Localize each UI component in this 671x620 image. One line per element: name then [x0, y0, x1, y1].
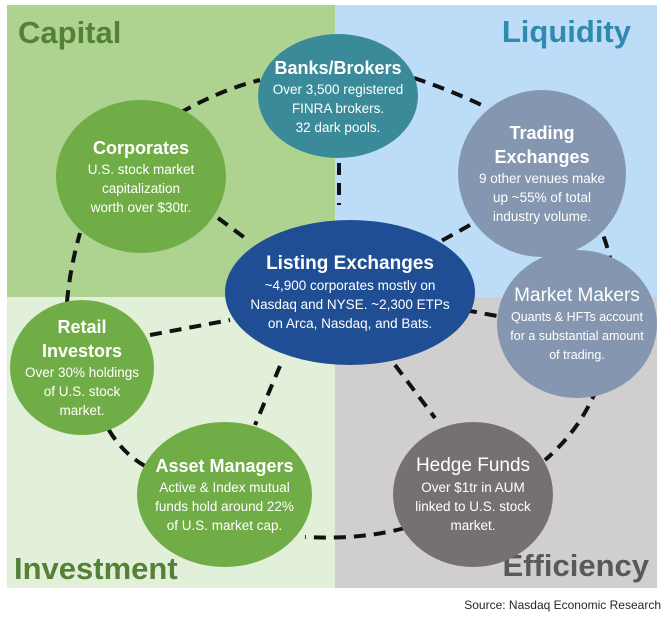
source-caption: Source: Nasdaq Economic Research — [464, 598, 661, 612]
node-desc: worth over $30tr. — [90, 200, 192, 215]
node-hedge-funds: Hedge Funds Over $1tr in AUM linked to U… — [393, 422, 553, 567]
link-listing-corporates — [216, 216, 247, 240]
node-desc: for a substantial amount — [510, 328, 644, 343]
node-title: Retail — [57, 317, 107, 337]
link-corporates-banks — [179, 78, 261, 115]
node-desc: industry volume. — [492, 209, 592, 224]
node-desc: Over $1tr in AUM — [421, 480, 525, 495]
node-corporates: Corporates U.S. stock market capitalizat… — [56, 100, 226, 253]
node-title: Exchanges — [494, 147, 590, 167]
quadrant-label-efficiency: Efficiency — [502, 548, 649, 583]
link-listing-asset — [253, 365, 282, 426]
node-desc: FINRA brokers. — [291, 100, 385, 116]
node-asset-managers: Asset Managers Active & Index mutual fun… — [137, 422, 312, 567]
node-desc: of U.S. stock — [43, 384, 121, 399]
node-banks-brokers: Banks/Brokers Over 3,500 registered FINR… — [258, 34, 418, 158]
node-desc: linked to U.S. stock — [415, 499, 531, 514]
node-desc: Nasdaq and NYSE. ~2,300 ETPs — [250, 297, 450, 312]
link-listing-hedge — [393, 363, 437, 420]
node-desc: of trading. — [549, 347, 605, 362]
node-title: Asset Managers — [155, 456, 294, 476]
node-title: Investors — [41, 341, 123, 361]
node-trading-exchanges: Trading Exchanges 9 other venues make up… — [458, 90, 626, 257]
node-title: Banks/Brokers — [274, 57, 402, 78]
quadrant-label-investment: Investment — [14, 551, 178, 586]
node-retail-investors: Retail Investors Over 30% holdings of U.… — [10, 300, 154, 435]
link-asset-retail — [103, 422, 146, 468]
node-desc: 9 other venues make — [478, 171, 606, 186]
node-market-makers: Market Makers Quants & HFTs account for … — [497, 250, 657, 398]
node-title: Hedge Funds — [415, 455, 531, 476]
node-desc: market. — [59, 403, 105, 418]
node-title: Trading — [509, 123, 575, 143]
node-desc: 32 dark pools. — [295, 119, 381, 135]
node-desc: capitalization — [101, 181, 181, 196]
node-listing-exchanges: Listing Exchanges ~4,900 corporates most… — [225, 220, 475, 365]
node-desc: on Arca, Nasdaq, and Bats. — [267, 316, 433, 331]
node-desc: U.S. stock market — [87, 162, 195, 177]
quadrant-label-liquidity: Liquidity — [501, 14, 631, 49]
node-desc: Over 30% holdings — [24, 365, 140, 380]
link-hedge-asset — [304, 526, 406, 540]
node-desc: Active & Index mutual — [159, 480, 290, 495]
link-banks-trading — [413, 76, 489, 110]
node-desc: ~4,900 corporates mostly on — [264, 278, 436, 293]
node-desc: funds hold around 22% — [155, 499, 294, 514]
link-retail-corporates — [65, 232, 82, 303]
node-title: Market Makers — [514, 284, 640, 306]
node-desc: Over 3,500 registered — [272, 81, 404, 97]
node-desc: up ~55% of total — [493, 190, 591, 205]
node-desc: Quants & HFTs account — [510, 309, 643, 324]
quadrant-label-capital: Capital — [18, 15, 122, 50]
node-title: Corporates — [92, 138, 190, 158]
node-title: Listing Exchanges — [266, 253, 434, 274]
node-desc: of U.S. market cap. — [166, 518, 283, 533]
link-market-hedge — [543, 387, 599, 462]
link-listing-retail — [149, 318, 231, 337]
node-desc: market. — [450, 518, 496, 533]
